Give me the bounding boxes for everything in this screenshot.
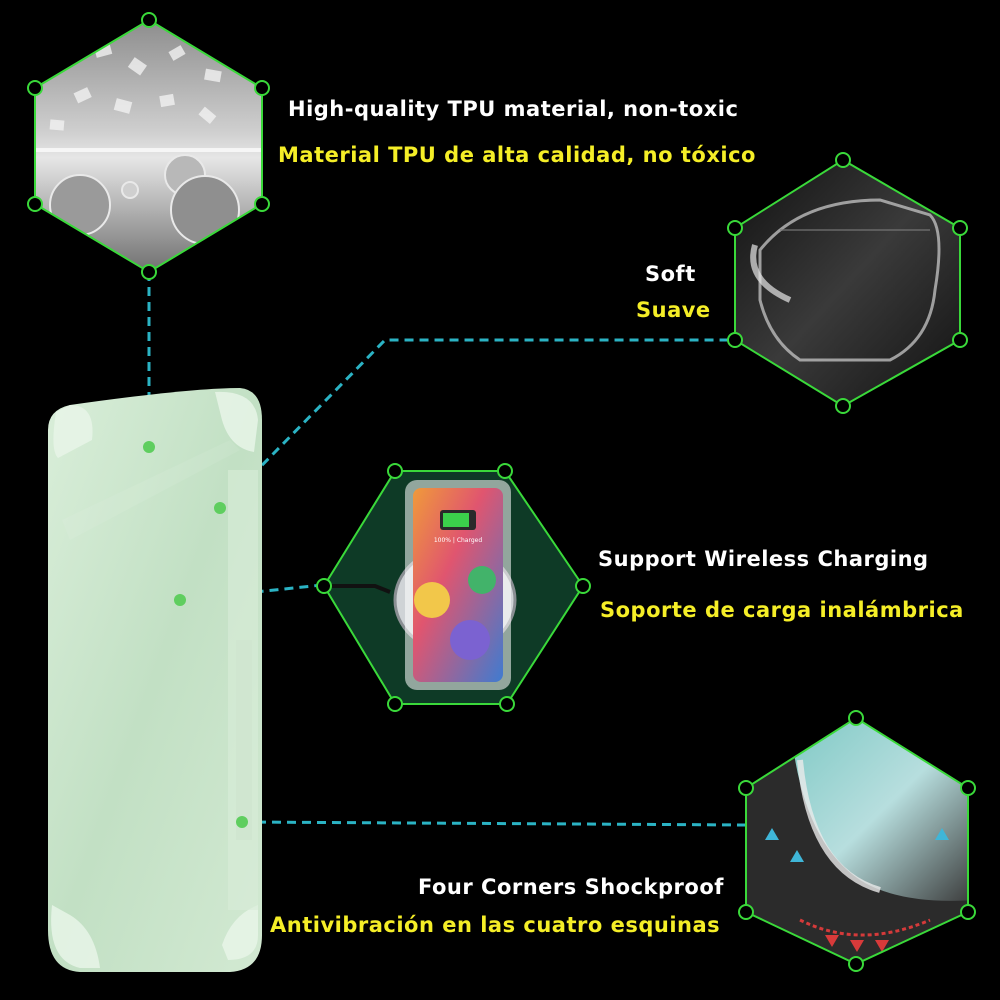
feature-soft-es: Suave [636,298,711,322]
feature-tpu-es: Material TPU de alta calidad, no tóxico [278,143,756,167]
feature-tpu-en: High-quality TPU material, non-toxic [288,97,739,121]
phone-case [48,388,262,972]
wireless-charging-hexagon [316,463,591,712]
feature-soft-en: Soft [645,262,696,286]
feature-shockproof-es: Antivibración en las cuatro esquinas [270,913,721,937]
battery-caption: 100% | Charged [434,537,483,544]
shockproof-hexagon [738,710,976,972]
connector-soft [218,338,733,510]
soft-hexagon [727,152,968,414]
case-anchor-dots [143,441,248,828]
feature-wireless-en: Support Wireless Charging [598,547,929,571]
feature-wireless-es: Soporte de carga inalámbrica [600,598,964,622]
tpu-material-hexagon [27,12,270,280]
connector-shockproof [241,820,746,827]
feature-shockproof-en: Four Corners Shockproof [418,875,724,899]
